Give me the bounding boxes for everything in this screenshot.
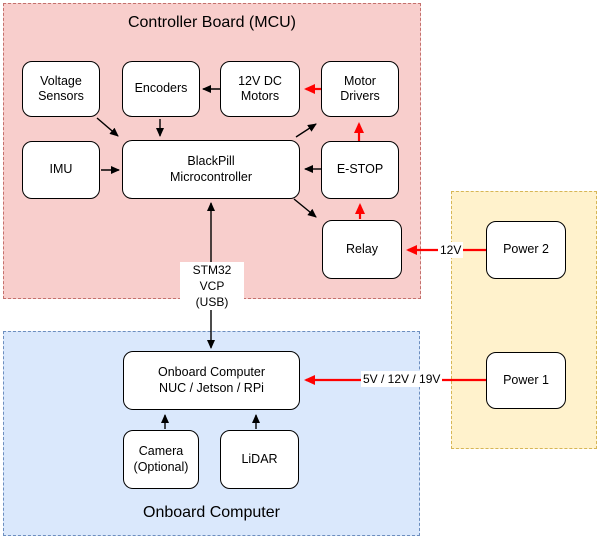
node-encoders: Encoders: [122, 61, 200, 117]
node-voltage-sensors: Voltage Sensors: [22, 61, 100, 117]
node-blackpill-microcontroller: BlackPill Microcontroller: [122, 140, 300, 199]
node-imu: IMU: [22, 141, 100, 199]
node-12v-dc-motors: 12V DC Motors: [220, 61, 300, 117]
onboard-computer-title: Onboard Computer: [143, 504, 280, 521]
controller-board-title: Controller Board (MCU): [127, 14, 297, 31]
power2-voltage-label: 12V: [438, 242, 464, 258]
node-motor-drivers: Motor Drivers: [321, 61, 399, 117]
power1-voltage-label: 5V / 12V / 19V: [361, 371, 443, 387]
node-power-1: Power 1: [486, 352, 566, 409]
node-lidar: LiDAR: [220, 430, 299, 489]
node-relay: Relay: [322, 220, 402, 279]
node-camera: Camera (Optional): [123, 430, 199, 489]
usb-link-label: STM32 VCP (USB): [180, 262, 244, 310]
node-estop: E-STOP: [321, 141, 399, 199]
node-onboard-computer: Onboard Computer NUC / Jetson / RPi: [123, 351, 300, 410]
node-power-2: Power 2: [486, 221, 566, 279]
